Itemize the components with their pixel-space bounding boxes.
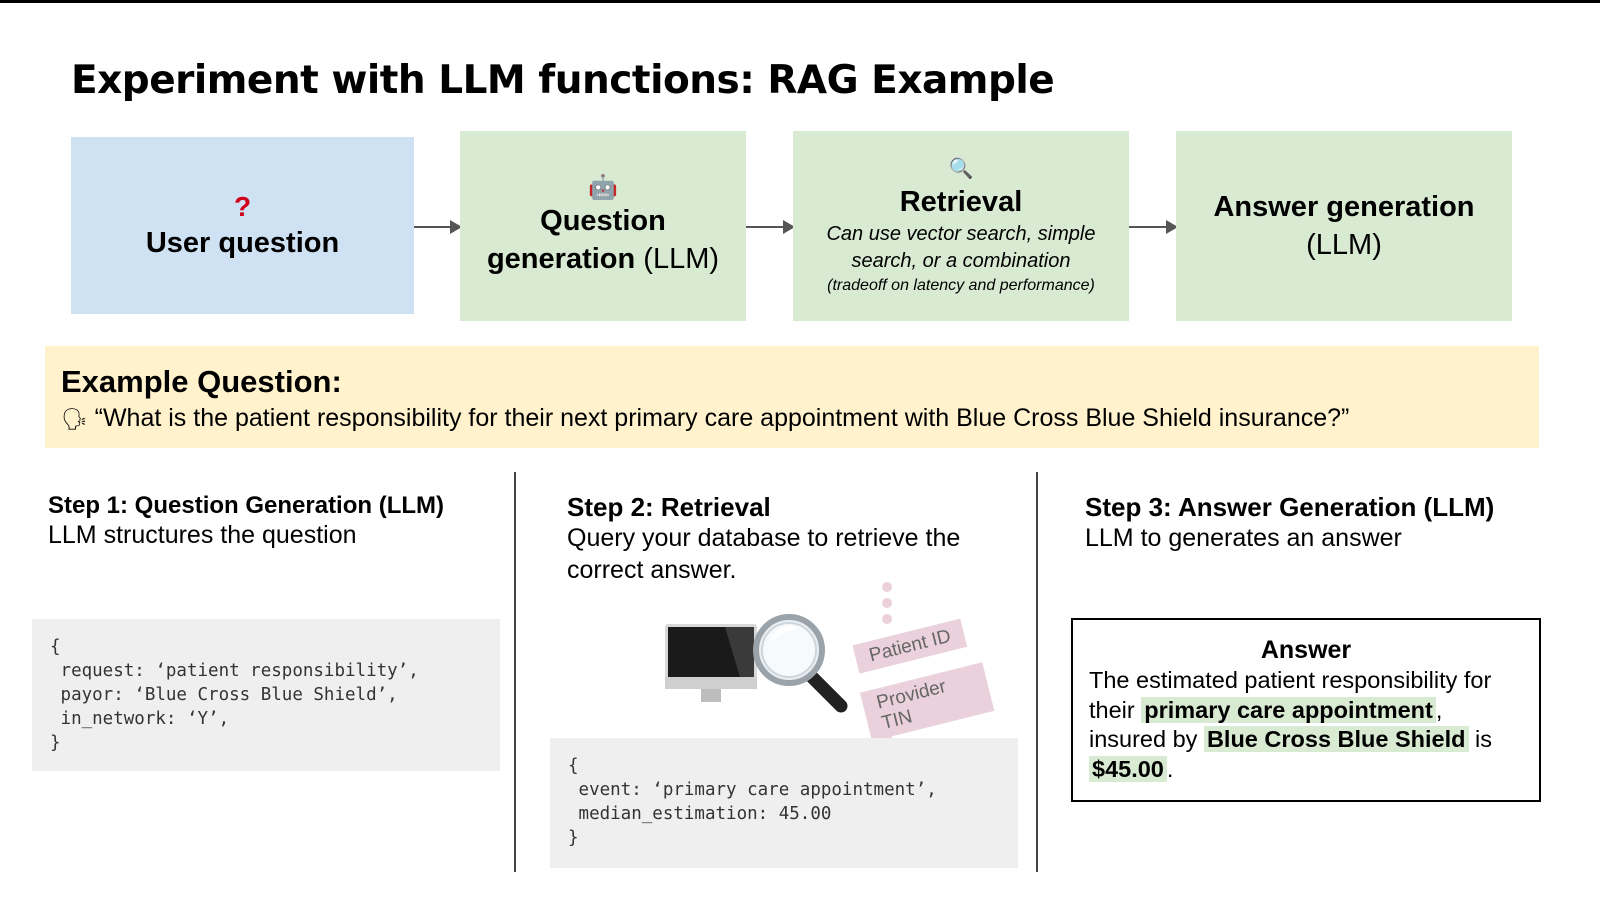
question-generation-llm: (LLM) bbox=[643, 243, 720, 275]
step1-code-block: { request: ‘patient responsibility’, pay… bbox=[32, 619, 500, 771]
example-question-text: 🗣 “What is the patient responsibility fo… bbox=[61, 404, 1349, 433]
user-question-box: ? User question bbox=[71, 137, 414, 314]
retrieval-box: 🔍 Retrieval Can use vector search, simpl… bbox=[793, 131, 1129, 321]
step1-description: LLM structures the question bbox=[48, 521, 357, 549]
column-divider bbox=[1036, 472, 1038, 872]
code-line: payor: ‘Blue Cross Blue Shield’, bbox=[50, 685, 398, 705]
code-line: { bbox=[50, 637, 61, 657]
example-question-label: Example Question: bbox=[61, 364, 342, 399]
question-generation-label-1: Question bbox=[540, 205, 666, 237]
flow-arrow bbox=[746, 220, 795, 234]
step3-description: LLM to generates an answer bbox=[1085, 524, 1402, 552]
answer-highlight-appointment: primary care appointment bbox=[1141, 696, 1436, 723]
answer-text-part: The estimated patient responsibility for… bbox=[1089, 667, 1492, 723]
retrieval-desc-line2: search, or a combination bbox=[851, 250, 1071, 272]
provider-tin-tag: Provider TIN bbox=[859, 662, 995, 742]
patient-id-tag: Patient ID bbox=[852, 618, 968, 674]
retrieval-note: (tradeoff on latency and performance) bbox=[827, 277, 1095, 294]
speaking-head-icon: 🗣 bbox=[61, 408, 88, 431]
code-line: } bbox=[568, 828, 579, 848]
answer-highlight-payor: Blue Cross Blue Shield bbox=[1203, 726, 1469, 752]
question-generation-box: 🤖 Question generation (LLM) bbox=[460, 131, 746, 321]
computer-monitor-icon bbox=[665, 624, 757, 702]
answer-text-part: . bbox=[1166, 755, 1174, 782]
step1-title: Step 1: Question Generation (LLM) bbox=[48, 492, 445, 519]
answer-text: The estimated patient responsibility for… bbox=[1089, 666, 1523, 784]
robot-icon: 🤖 bbox=[588, 174, 618, 201]
answer-generation-llm: (LLM) bbox=[1306, 229, 1382, 261]
step2-code-block: { event: ‘primary care appointment’, med… bbox=[550, 738, 1018, 868]
example-question-quote: “What is the patient responsibility for … bbox=[94, 404, 1350, 432]
answer-highlight-amount: $45.00 bbox=[1089, 755, 1167, 782]
connector-dot bbox=[882, 731, 892, 741]
answer-title: Answer bbox=[1260, 636, 1352, 664]
answer-generation-box: Answer generation (LLM) bbox=[1176, 131, 1512, 321]
code-line: median_estimation: 45.00 bbox=[568, 804, 832, 824]
code-line: in_network: ‘Y’, bbox=[50, 709, 230, 729]
retrieval-desc-line1: Can use vector search, simple bbox=[826, 223, 1096, 245]
code-line: request: ‘patient responsibility’, bbox=[50, 661, 419, 681]
flow-arrow bbox=[414, 220, 462, 234]
retrieval-label: Retrieval bbox=[899, 186, 1023, 218]
code-line: event: ‘primary care appointment’, bbox=[568, 780, 937, 800]
flow-arrow bbox=[1129, 220, 1178, 234]
column-divider bbox=[514, 472, 516, 872]
answer-box: Answer The estimated patient responsibil… bbox=[1071, 618, 1541, 802]
answer-text-part: , insured by bbox=[1089, 696, 1443, 753]
connector-dot bbox=[882, 582, 892, 592]
user-question-label: User question bbox=[145, 226, 340, 259]
magnifier-icon: 🔍 bbox=[948, 158, 974, 180]
question-generation-label-2: generation bbox=[486, 243, 636, 275]
step3-title: Step 3: Answer Generation (LLM) bbox=[1085, 492, 1495, 522]
answer-text-part: is bbox=[1468, 726, 1493, 752]
answer-generation-label: Answer generation bbox=[1213, 191, 1475, 223]
code-line: { bbox=[568, 756, 579, 776]
magnifying-glass-icon bbox=[753, 614, 848, 713]
code-line: } bbox=[50, 733, 61, 753]
step2-title: Step 2: Retrieval bbox=[567, 492, 771, 522]
question-mark-icon: ? bbox=[233, 190, 252, 222]
page-title: Experiment with LLM functions: RAG Examp… bbox=[71, 58, 1055, 103]
top-border-line bbox=[0, 0, 1600, 3]
connector-dot bbox=[882, 598, 892, 608]
step2-description: Query your database to retrieve the corr… bbox=[567, 524, 961, 584]
connector-dot bbox=[882, 614, 892, 624]
example-question-panel: Example Question: 🗣 “What is the patient… bbox=[45, 346, 1539, 448]
